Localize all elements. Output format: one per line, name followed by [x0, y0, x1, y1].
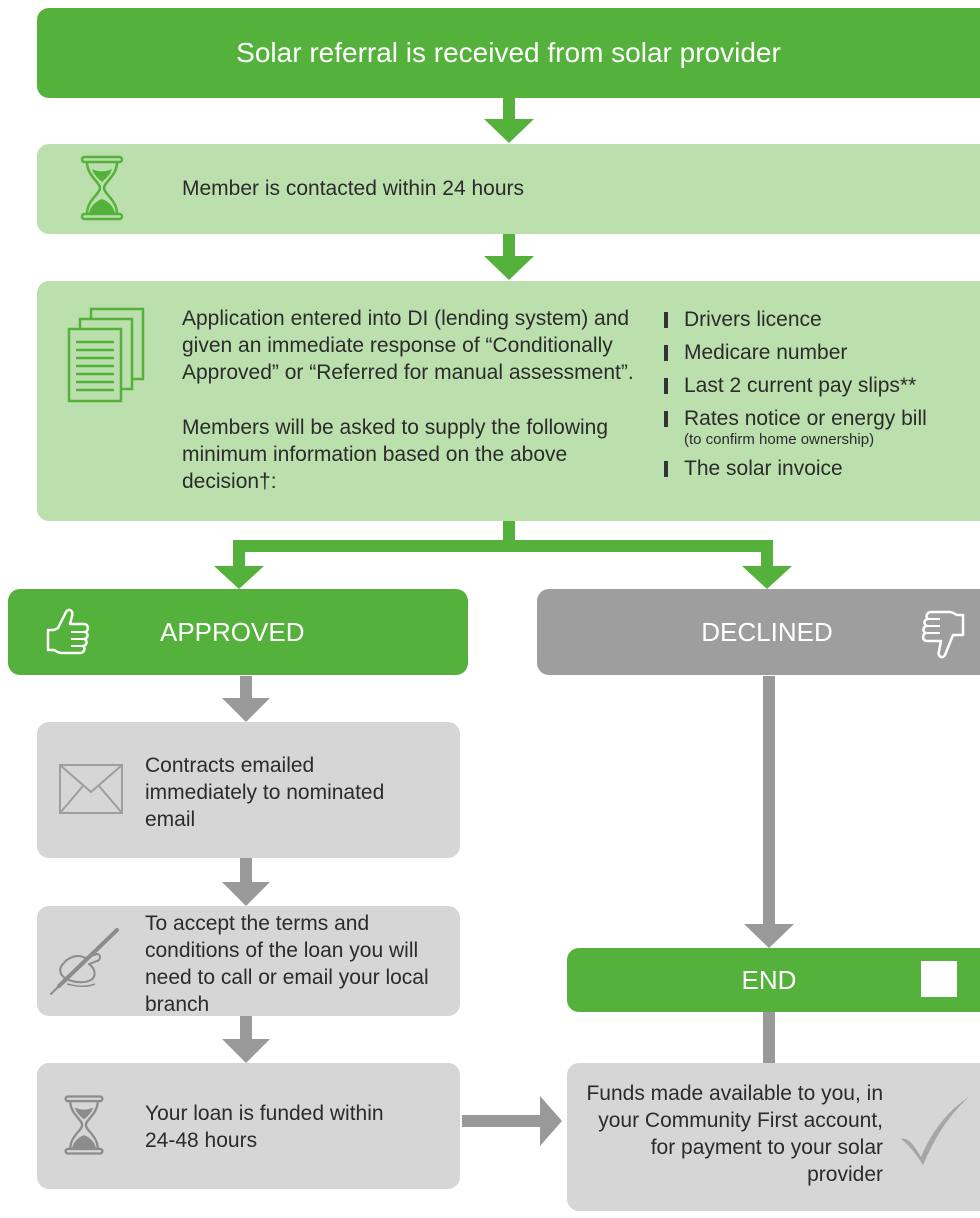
- end-label: END: [741, 965, 797, 995]
- stop-square-icon: [921, 961, 957, 997]
- funds-available-box: Funds made available to you, in your Com…: [567, 1063, 980, 1211]
- checkmark-icon: [897, 1093, 973, 1174]
- hourglass-grey-icon: [61, 1091, 107, 1164]
- solar-referral-text: Solar referral is received from solar pr…: [236, 37, 781, 68]
- requirement-medicare-number: Medicare number: [664, 340, 974, 365]
- thumbs-down-icon: [917, 601, 973, 668]
- member-contacted-box: Member is contacted within 24 hours: [37, 144, 980, 234]
- members-note: Members will be asked to supply the foll…: [182, 416, 609, 493]
- application-box: Application entered into DI (lending sys…: [37, 281, 980, 521]
- member-contacted-text: Member is contacted within 24 hours: [182, 177, 524, 200]
- funds-available-text: Funds made available to you, in your Com…: [586, 1082, 883, 1186]
- loan-funded-text: Your loan is funded within 24-48 hours: [145, 1102, 384, 1152]
- end-box: END: [567, 948, 980, 1012]
- declined-box: DECLINED: [537, 589, 980, 675]
- declined-label: DECLINED: [701, 617, 833, 647]
- hourglass-icon: [77, 154, 127, 227]
- signing-pen-icon: [45, 924, 125, 1005]
- contracts-emailed-box: Contracts emailed immediately to nominat…: [37, 722, 460, 858]
- approved-box: APPROVED: [8, 589, 468, 675]
- requirement-pay-slips: Last 2 current pay slips**: [664, 373, 974, 398]
- requirement-rates-note: (to confirm home ownership): [684, 431, 875, 448]
- requirement-drivers-licence: Drivers licence: [664, 307, 974, 332]
- requirements-list: Drivers licence Medicare number Last 2 c…: [664, 307, 974, 489]
- contracts-emailed-text: Contracts emailed immediately to nominat…: [145, 754, 385, 831]
- thumbs-up-icon: [38, 604, 94, 665]
- accept-terms-box: To accept the terms and conditions of th…: [37, 906, 460, 1016]
- documents-icon: [63, 306, 149, 411]
- requirement-solar-invoice: The solar invoice: [664, 456, 974, 481]
- loan-funded-box: Your loan is funded within 24-48 hours: [37, 1063, 460, 1189]
- application-description: Application entered into DI (lending sys…: [182, 307, 634, 384]
- envelope-icon: [57, 762, 125, 823]
- solar-referral-box: Solar referral is received from solar pr…: [37, 8, 980, 98]
- accept-terms-text: To accept the terms and conditions of th…: [145, 912, 429, 1016]
- approved-label: APPROVED: [160, 617, 305, 647]
- requirement-rates-notice: Rates notice or energy bill(to confirm h…: [664, 406, 974, 448]
